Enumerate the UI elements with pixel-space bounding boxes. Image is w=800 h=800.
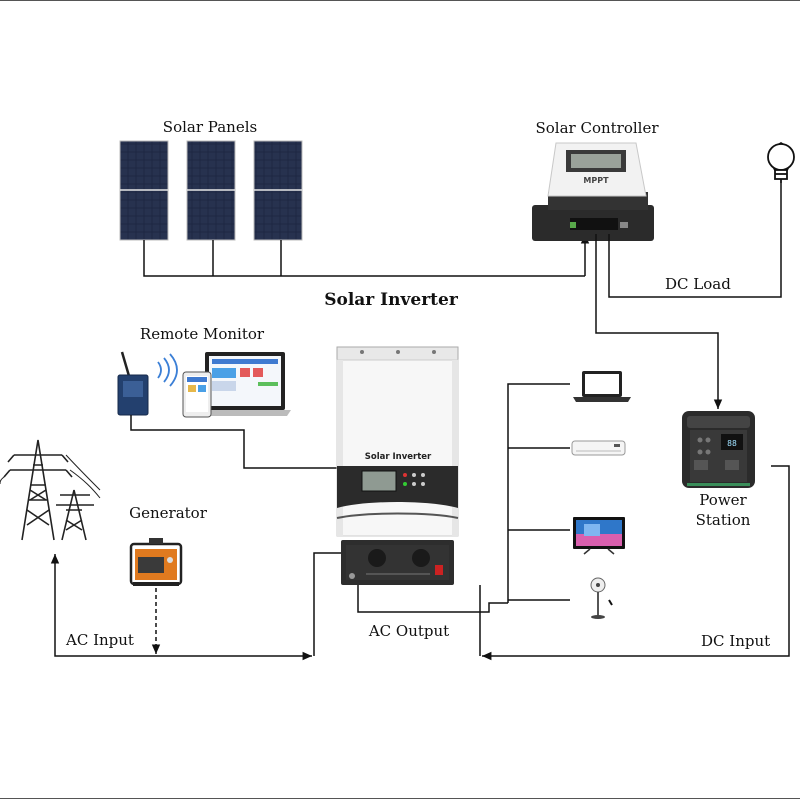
power-station-label-line1: Power — [699, 491, 747, 509]
monitor-to-inverter-wire — [130, 415, 338, 469]
controller-brand-text: MPPT — [583, 176, 609, 185]
solar-panel — [253, 140, 303, 241]
solar-controller-label: Solar Controller — [535, 119, 659, 137]
solar-panel — [186, 140, 236, 241]
ac-output-wiring — [357, 383, 570, 613]
dc-input-wire — [482, 465, 790, 661]
bulb-icon — [767, 141, 795, 183]
power-station-label-line2: Station — [695, 511, 751, 529]
ac-output-label: AC Output — [368, 622, 450, 640]
solar-controller-device: MPPT — [532, 142, 654, 241]
dc-load-wire — [608, 183, 782, 298]
solar-inverter-title: Solar Inverter — [324, 290, 458, 310]
generator-icon — [129, 538, 183, 586]
controller-to-station-wire — [595, 234, 723, 409]
power-tower-icon — [0, 439, 101, 541]
ac-input-label: AC Input — [66, 631, 134, 649]
dc-load-label: DC Load — [665, 275, 731, 293]
laptop-icon — [573, 371, 631, 402]
dc-input-label: DC Input — [701, 632, 771, 650]
generator-label: Generator — [129, 504, 207, 522]
inverter-logo-text: Solar Inverter — [365, 452, 432, 462]
ac-input-riser — [313, 552, 341, 656]
solar-inverter-device: Solar Inverter — [336, 346, 459, 585]
remote-monitor-device — [117, 351, 291, 418]
svg-text:88: 88 — [727, 439, 737, 448]
power-station-device: 88 — [682, 411, 755, 488]
remote-monitor-label: Remote Monitor — [139, 325, 265, 343]
air-conditioner-icon — [571, 440, 626, 456]
ac-input-wire — [50, 554, 312, 661]
solar-panel — [119, 140, 169, 241]
tv-icon — [573, 517, 625, 555]
fan-icon — [590, 577, 613, 619]
solar-panels-label: Solar Panels — [162, 118, 258, 136]
solar-panels — [119, 140, 303, 241]
